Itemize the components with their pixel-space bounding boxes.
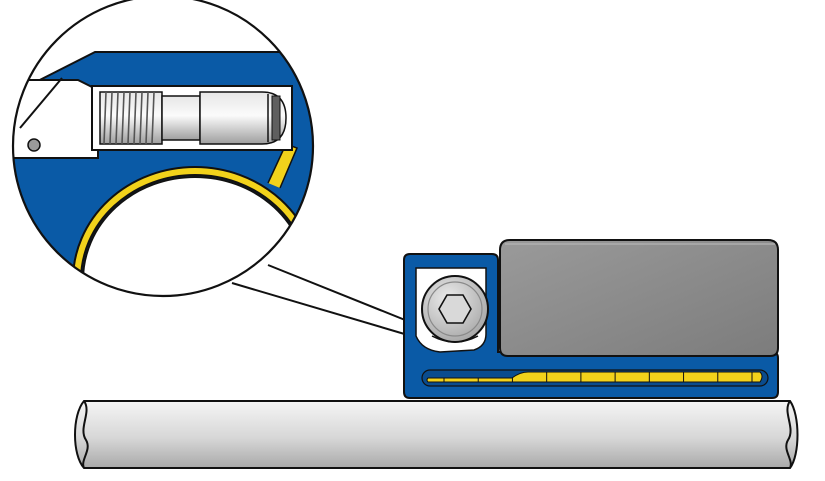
housing-body: [403, 253, 779, 399]
callout-small-hole: [27, 138, 41, 152]
thread-line: [121, 91, 125, 145]
thread-line: [109, 91, 113, 145]
thread-line: [151, 91, 155, 145]
shaft-break-right: [785, 400, 792, 469]
thread-line: [145, 91, 149, 145]
callout-shaft-cutout: [82, 176, 308, 296]
socket-head-screw: [421, 275, 489, 343]
threaded-pin: [99, 91, 287, 145]
groove-ticks: [443, 372, 753, 382]
magnified-detail-circle: [11, 0, 315, 298]
shaft: [74, 400, 799, 469]
shaft-break-left: [82, 400, 89, 469]
thread-line: [133, 91, 137, 145]
thread-line: [115, 91, 119, 145]
gray-block: [499, 239, 779, 357]
thread-line: [139, 91, 143, 145]
shaft-body: [74, 400, 799, 469]
thread-lines: [103, 91, 155, 145]
thread-line: [127, 91, 131, 145]
callout-outline: [11, 0, 315, 298]
yellow-groove: [426, 371, 763, 383]
hex-socket: [438, 294, 472, 324]
callout-leader: [231, 264, 421, 339]
thread-line: [103, 91, 107, 145]
block-body: [499, 239, 779, 357]
